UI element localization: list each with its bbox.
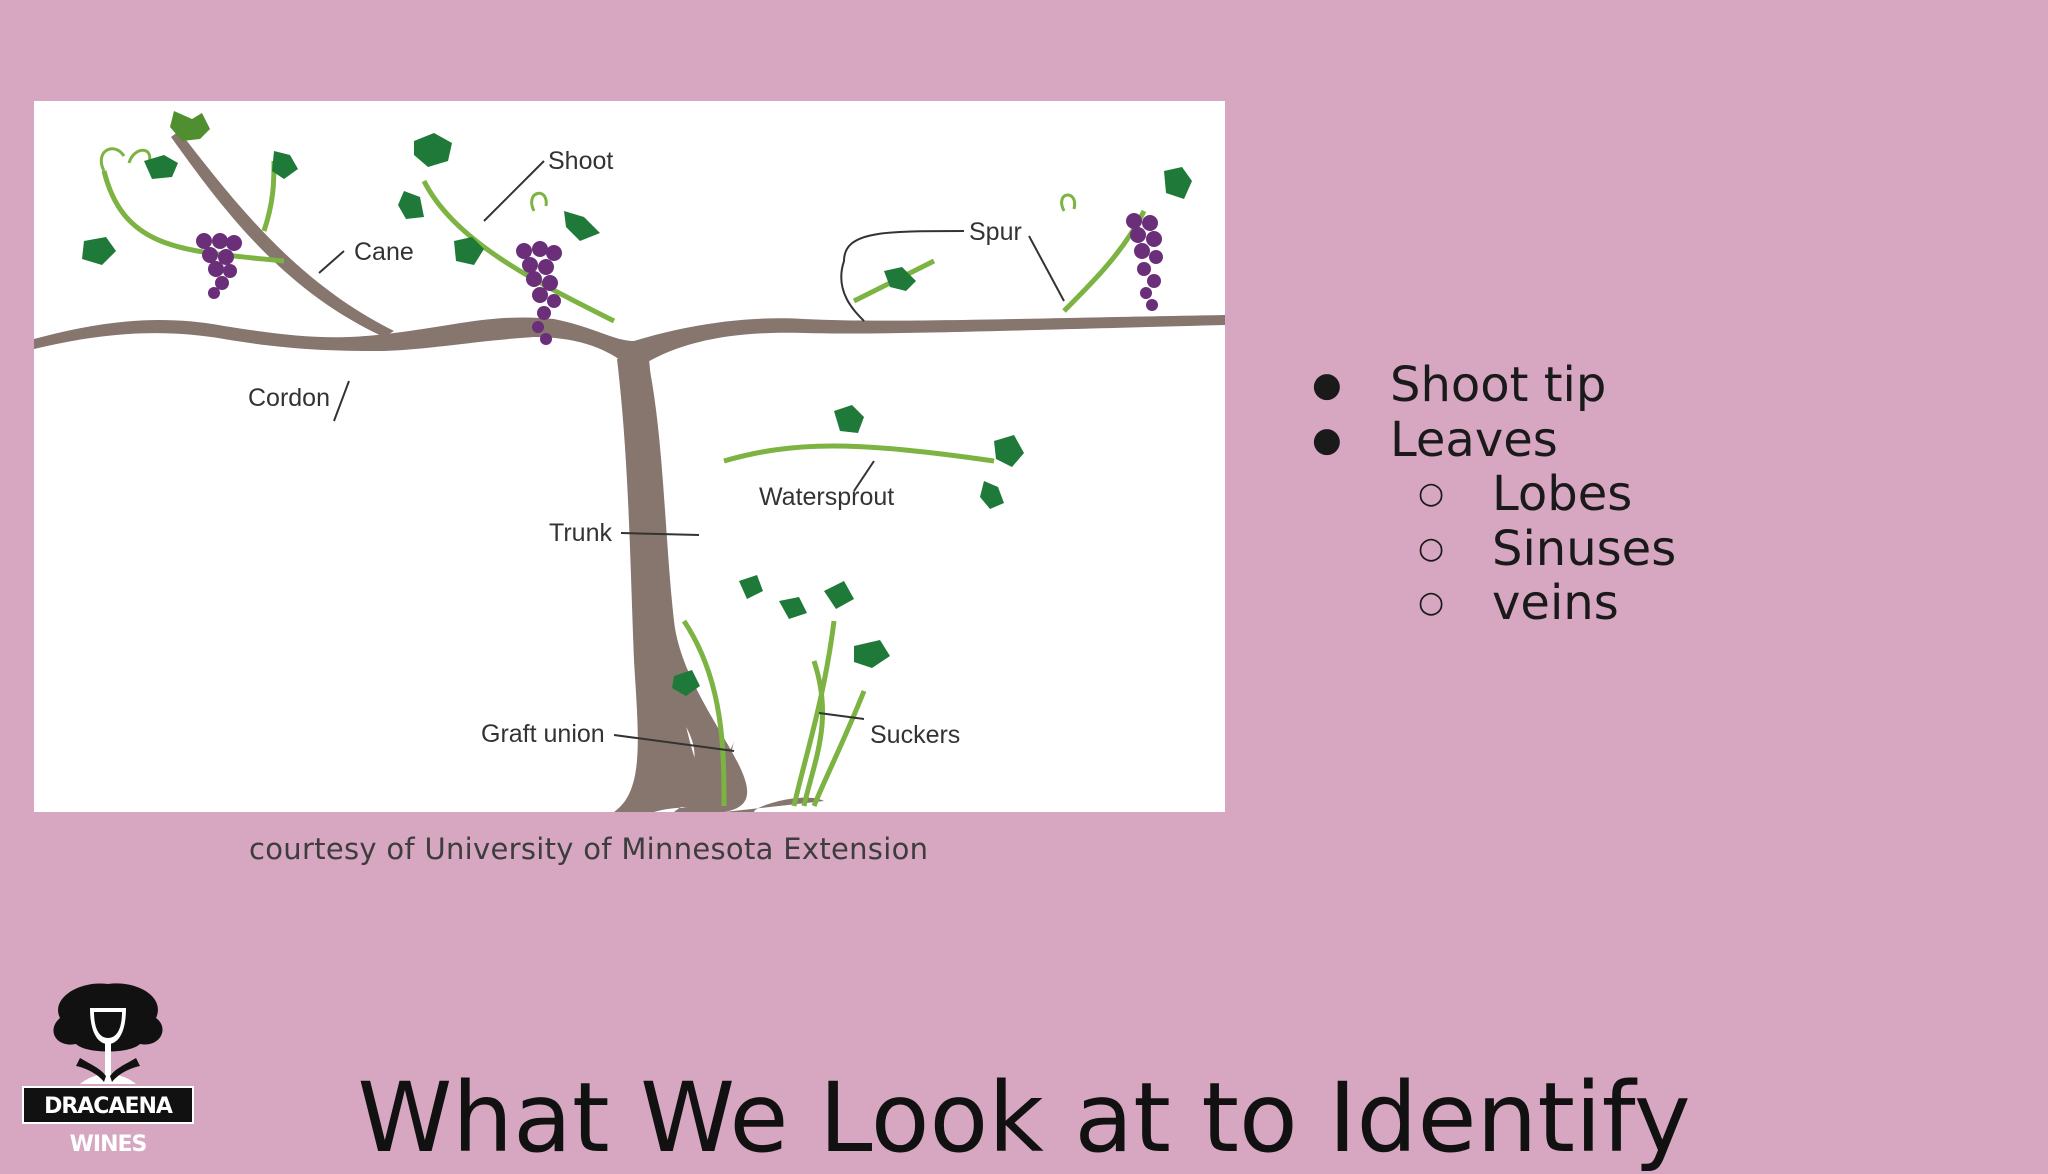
label-trunk: Trunk [549, 519, 612, 547]
hollow-bullet-icon: ○ [1418, 530, 1445, 566]
cordon-wood [34, 315, 1225, 363]
label-cane: Cane [354, 238, 414, 266]
tendrils [100, 147, 1077, 212]
sub-bullet-item: ○ veins [1312, 576, 1912, 631]
tree-wineglass-icon [53, 983, 163, 1084]
leader-lines [318, 160, 1065, 752]
leaves [82, 111, 1192, 696]
bullet-text: Shoot tip [1390, 357, 1607, 413]
label-cordon: Cordon [248, 384, 330, 412]
label-graft-union: Graft union [481, 720, 605, 748]
filled-bullet-icon: ● [1312, 419, 1342, 460]
grape-clusters [196, 213, 1163, 345]
bullet-text: veins [1492, 575, 1619, 631]
trunk-body [614, 359, 734, 812]
label-suckers: Suckers [870, 721, 960, 749]
filled-bullet-icon: ● [1312, 365, 1342, 405]
sub-bullet-item: ○ Sinuses [1312, 520, 1912, 577]
bullet-text: Lobes [1492, 466, 1633, 522]
identification-bullet-list: ● Shoot tip ● Leaves ○ Lobes ○ Sinuses ○… [1312, 358, 1912, 631]
hollow-bullet-icon: ○ [1418, 476, 1445, 511]
bullet-item: ● Shoot tip [1312, 358, 1912, 413]
slide-title: What We Look at to Identify [357, 1062, 1691, 1174]
hollow-bullet-icon: ○ [1418, 585, 1445, 620]
sub-bullet-item: ○ Lobes [1312, 467, 1912, 522]
bullet-item: ● Leaves [1312, 411, 1912, 468]
bullet-text: Leaves [1390, 411, 1558, 468]
grapevine-diagram: Shoot Cane Spur Cordon Watersprout Trunk… [34, 101, 1225, 812]
cane-wood [171, 131, 394, 337]
bullet-text: Sinuses [1492, 520, 1677, 577]
image-credit-caption: courtesy of University of Minnesota Exte… [249, 832, 929, 866]
label-watersprout: Watersprout [759, 483, 894, 511]
grapevine-illustration: Shoot Cane Spur Cordon Watersprout Trunk… [34, 111, 1225, 812]
label-spur: Spur [969, 218, 1022, 246]
label-shoot: Shoot [548, 147, 613, 175]
